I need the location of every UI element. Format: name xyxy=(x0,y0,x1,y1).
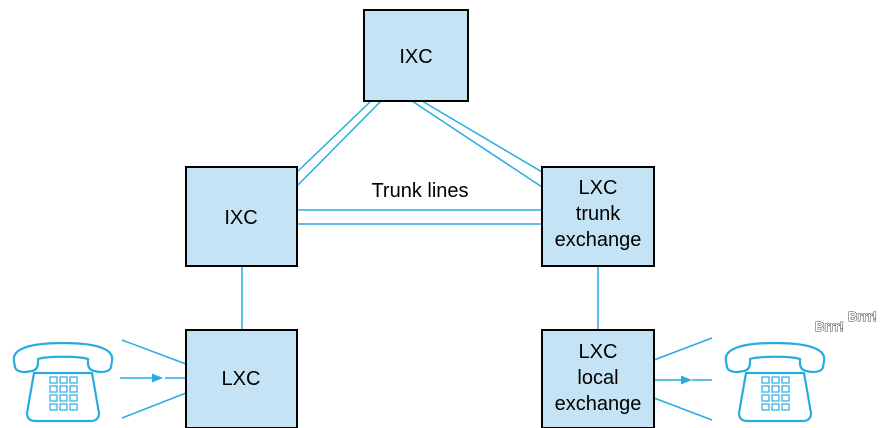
left-ixc-box xyxy=(185,166,298,267)
subscriber-line xyxy=(121,392,187,419)
node-left-lxc: LXC xyxy=(185,329,298,428)
ring-text-lower: Brrr! xyxy=(815,319,844,334)
left-lxc-box xyxy=(185,329,298,428)
top-ixc-box xyxy=(363,9,469,102)
trunk-exchange-box xyxy=(541,166,655,267)
trunk-exchange-line3: exchange xyxy=(555,229,642,251)
keypad xyxy=(761,376,790,411)
arrowhead xyxy=(681,375,692,385)
node-local-exchange: LXC local exchange xyxy=(541,329,655,428)
node-top-ixc: IXC xyxy=(363,9,469,102)
subscriber-line xyxy=(653,397,713,421)
left-ixc-label: IXC xyxy=(224,207,257,229)
subscriber-line xyxy=(653,337,713,361)
local-exchange-box xyxy=(541,329,655,428)
local-exchange-line3: exchange xyxy=(555,393,642,415)
node-trunk-exchange: LXC trunk exchange xyxy=(541,166,655,267)
right-subscriber-lines xyxy=(653,337,713,421)
telephone-icon xyxy=(724,341,826,423)
arrowhead xyxy=(152,373,163,383)
ring-text-upper: Brrr! xyxy=(848,309,877,324)
telephone-icon xyxy=(12,341,114,423)
trunk-exchange-line1: LXC xyxy=(579,177,618,199)
left-subscriber-lines xyxy=(120,339,187,419)
subscriber-line xyxy=(121,339,187,365)
local-exchange-line1: LXC xyxy=(579,341,618,363)
trunk-top-to-right-b xyxy=(421,100,543,173)
top-ixc-label: IXC xyxy=(399,46,432,68)
trunk-connections xyxy=(241,100,599,330)
keypad xyxy=(49,376,78,411)
local-exchange-line2: local xyxy=(577,367,618,389)
trunk-lines-label: Trunk lines xyxy=(371,180,468,202)
left-lxc-label: LXC xyxy=(222,368,261,390)
trunk-top-to-right-a xyxy=(411,100,543,188)
trunk-top-to-left-b xyxy=(296,100,382,187)
trunk-top-to-left-a xyxy=(296,100,372,173)
node-left-ixc: IXC xyxy=(185,166,298,267)
trunk-exchange-line2: trunk xyxy=(576,203,621,225)
